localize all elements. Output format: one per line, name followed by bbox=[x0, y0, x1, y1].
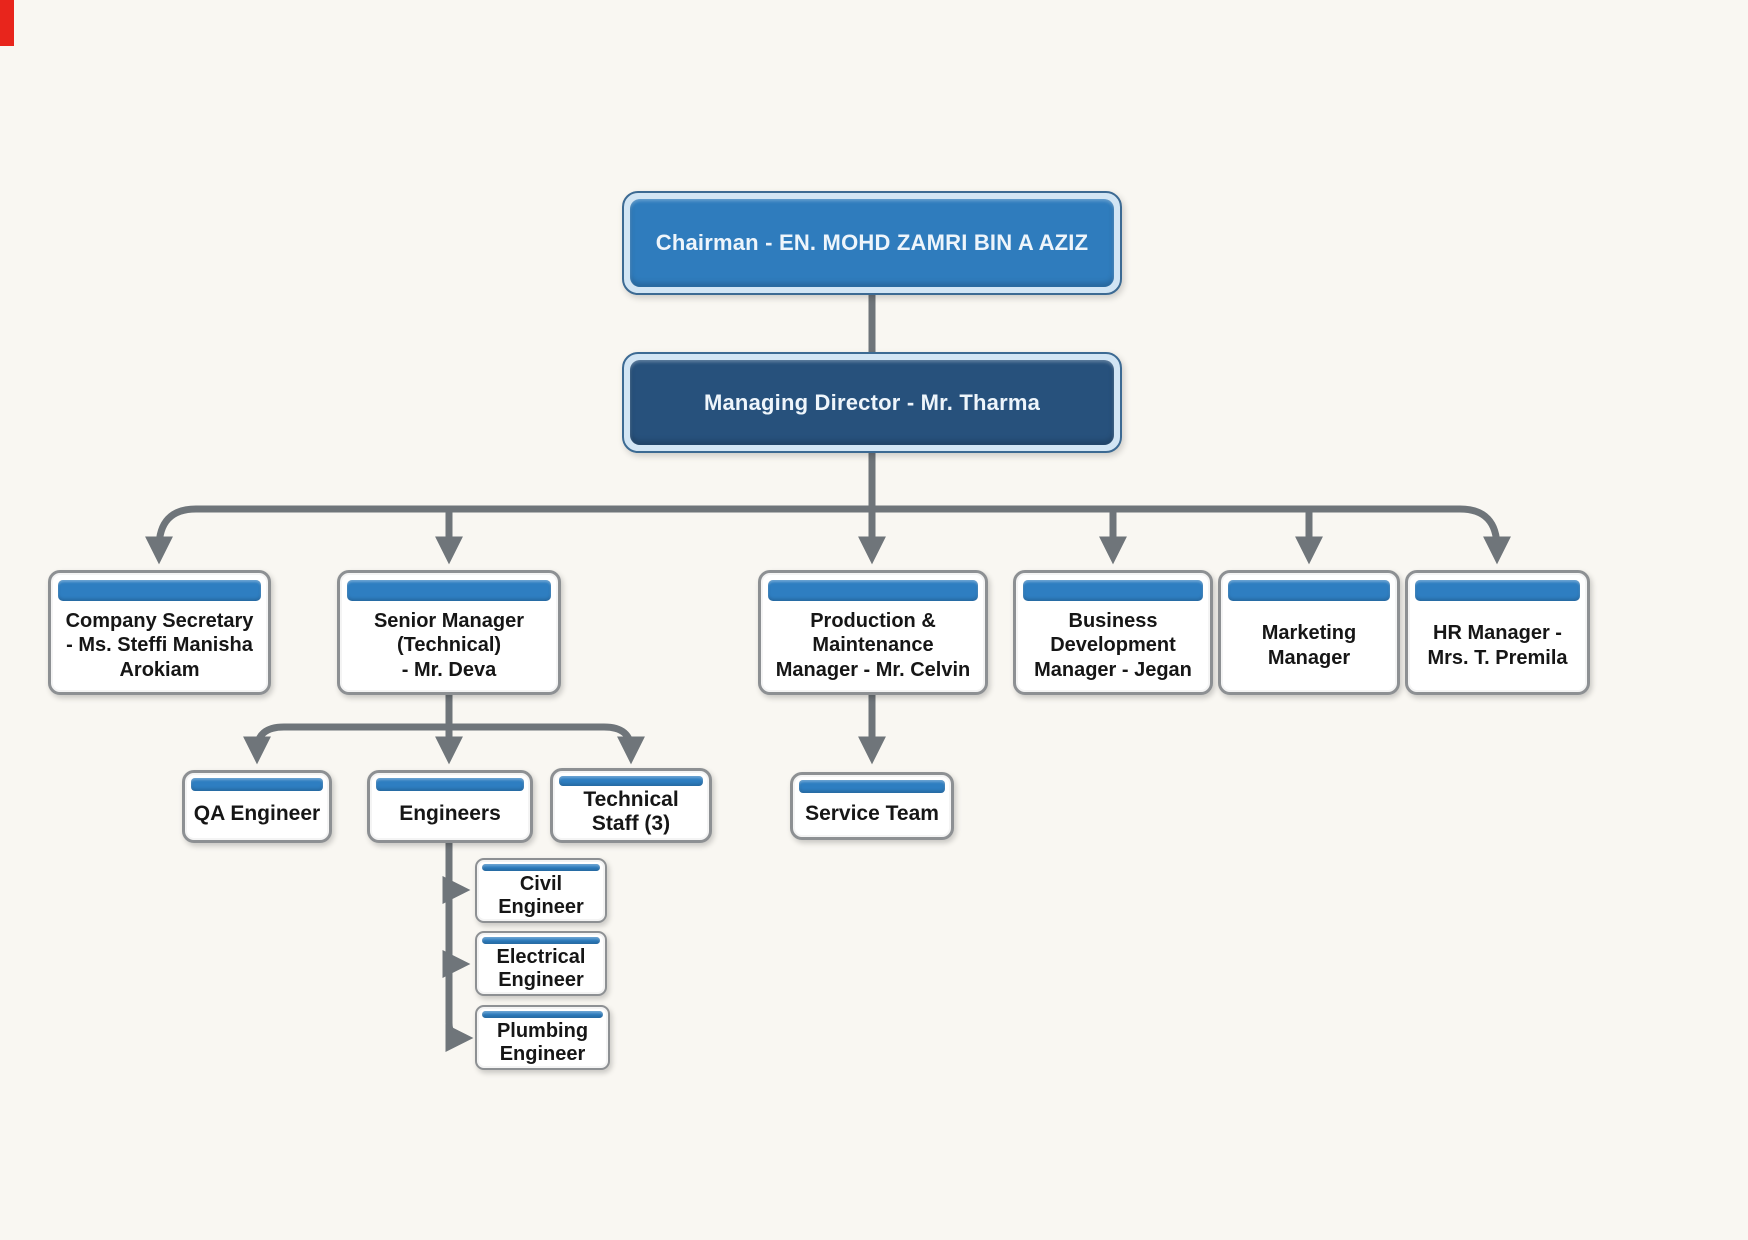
node-hr-manager: HR Manager - Mrs. T. Premila bbox=[1405, 570, 1590, 695]
node-header-bar bbox=[376, 778, 524, 791]
node-marketing-manager: Marketing Manager bbox=[1218, 570, 1400, 695]
node-chairman: Chairman - EN. MOHD ZAMRI BIN A AZIZ bbox=[622, 191, 1122, 295]
node-header-bar bbox=[347, 580, 551, 601]
node-label: Service Team bbox=[805, 801, 939, 825]
node-plumbing-engineer: Plumbing Engineer bbox=[475, 1005, 610, 1070]
node-header-bar bbox=[768, 580, 978, 601]
node-header-bar bbox=[482, 1011, 603, 1019]
node-header-bar bbox=[1228, 580, 1390, 601]
node-header-bar bbox=[799, 780, 945, 793]
node-label: Production & Maintenance Manager - Mr. C… bbox=[775, 609, 971, 681]
node-service-team: Service Team bbox=[790, 772, 954, 840]
node-senior-manager-technical: Senior Manager (Technical) - Mr. Deva bbox=[337, 570, 561, 695]
node-label: Civil Engineer bbox=[498, 873, 584, 918]
node-header-bar bbox=[482, 937, 600, 945]
node-header-bar bbox=[559, 776, 703, 786]
node-label: Senior Manager (Technical) - Mr. Deva bbox=[373, 609, 525, 681]
node-label: Chairman - EN. MOHD ZAMRI BIN A AZIZ bbox=[655, 230, 1089, 255]
node-header-bar bbox=[482, 864, 600, 872]
node-production-maintenance-manager: Production & Maintenance Manager - Mr. C… bbox=[758, 570, 988, 695]
node-civil-engineer: Civil Engineer bbox=[475, 858, 607, 923]
node-managing-director-face: Managing Director - Mr. Tharma bbox=[630, 360, 1114, 445]
node-label: QA Engineer bbox=[193, 802, 321, 826]
node-managing-director: Managing Director - Mr. Tharma bbox=[622, 352, 1122, 453]
node-technical-staff: Technical Staff (3) bbox=[550, 768, 712, 843]
screen-corner-artifact bbox=[0, 0, 14, 46]
node-header-bar bbox=[1415, 580, 1580, 601]
node-label: Managing Director - Mr. Tharma bbox=[703, 389, 1041, 415]
node-label: Electrical Engineer bbox=[496, 946, 586, 991]
node-header-bar bbox=[1023, 580, 1203, 601]
node-qa-engineer: QA Engineer bbox=[182, 770, 332, 843]
node-header-bar bbox=[191, 778, 323, 791]
node-engineers: Engineers bbox=[367, 770, 533, 843]
node-label: Plumbing Engineer bbox=[496, 1020, 589, 1065]
node-company-secretary: Company Secretary - Ms. Steffi Manisha A… bbox=[48, 570, 271, 695]
node-chairman-face: Chairman - EN. MOHD ZAMRI BIN A AZIZ bbox=[630, 199, 1114, 287]
node-label: Company Secretary - Ms. Steffi Manisha A… bbox=[65, 609, 254, 681]
node-label: Technical Staff (3) bbox=[583, 787, 679, 835]
node-header-bar bbox=[58, 580, 261, 601]
node-label: Business Development Manager - Jegan bbox=[1034, 609, 1192, 681]
node-electrical-engineer: Electrical Engineer bbox=[475, 931, 607, 996]
node-label: HR Manager - Mrs. T. Premila bbox=[1427, 622, 1568, 669]
node-label: Marketing Manager bbox=[1261, 622, 1357, 669]
node-label: Engineers bbox=[399, 802, 501, 826]
node-business-development-manager: Business Development Manager - Jegan bbox=[1013, 570, 1213, 695]
